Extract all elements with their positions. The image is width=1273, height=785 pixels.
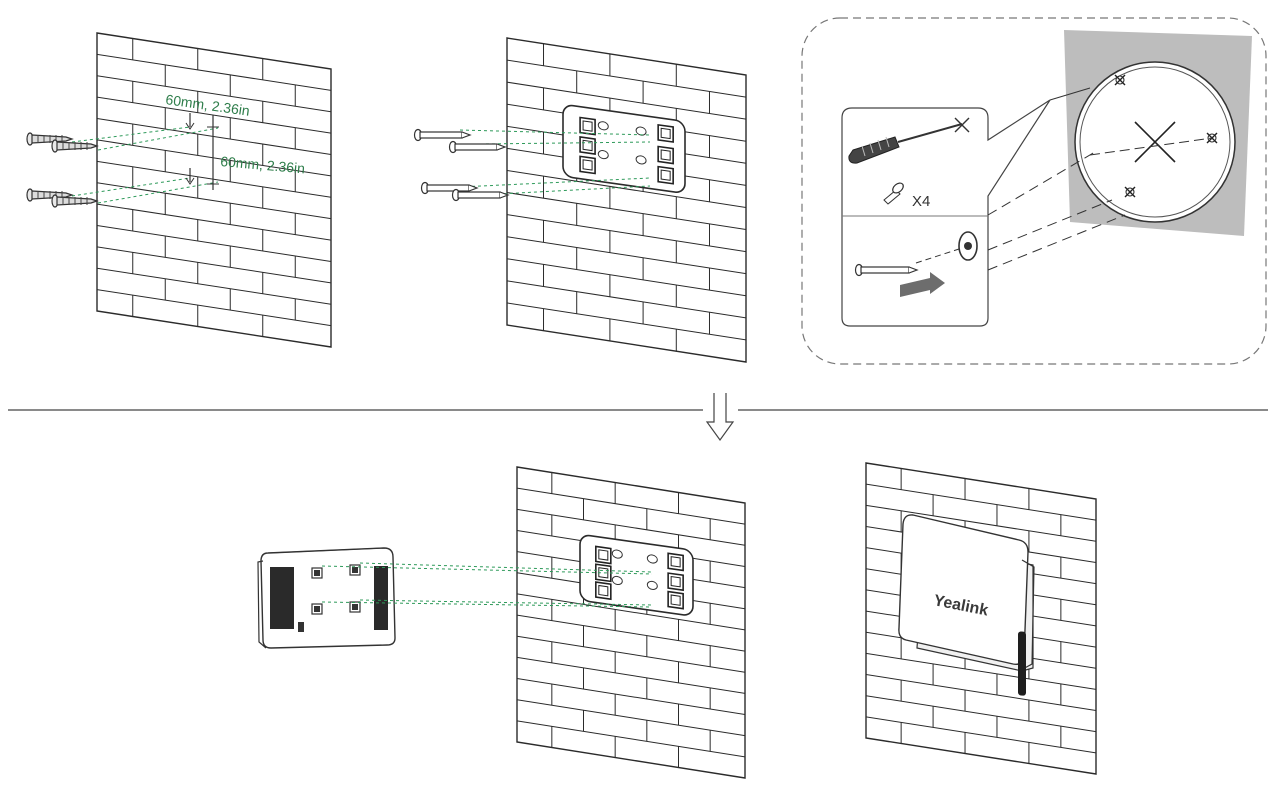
dimension-label-vertical: 60mm, 2.36in xyxy=(220,153,306,176)
step2-group xyxy=(413,37,747,363)
screw-quantity-label: X4 xyxy=(912,193,930,210)
screw-icon xyxy=(883,182,904,205)
detail-callout: X4 xyxy=(801,17,1267,365)
screw-into-anchor-illustration xyxy=(854,231,978,297)
callout-leader-lines xyxy=(987,87,1126,271)
device-side-grille xyxy=(1018,631,1026,696)
brick-wall-2 xyxy=(506,37,747,363)
alignment-guides-3 xyxy=(321,562,653,608)
step3-group xyxy=(257,466,746,779)
step4-group: Yealink xyxy=(865,462,1097,775)
down-arrow-icon xyxy=(705,393,735,442)
step-divider xyxy=(8,393,1268,442)
callout-tools-panel xyxy=(841,99,1051,327)
device-back-view xyxy=(257,547,396,649)
dimension-markers xyxy=(185,113,219,190)
step1-group: 60mm, 2.36in 60mm, 2.36in xyxy=(26,32,332,348)
mounting-bracket-3 xyxy=(579,534,694,616)
mount-hole-details xyxy=(1089,74,1218,198)
mounting-bracket-2 xyxy=(562,104,686,193)
screw-guides-2 xyxy=(459,129,651,196)
callout-frame xyxy=(801,17,1267,365)
brick-wall-3 xyxy=(516,466,746,779)
screwdriver-icon xyxy=(848,117,970,164)
bracket-screws xyxy=(413,128,510,202)
wall-anchors xyxy=(26,132,99,208)
brick-wall-1 xyxy=(96,32,332,348)
mounted-device: Yealink xyxy=(898,514,1035,696)
drill-guides-1 xyxy=(71,126,219,204)
